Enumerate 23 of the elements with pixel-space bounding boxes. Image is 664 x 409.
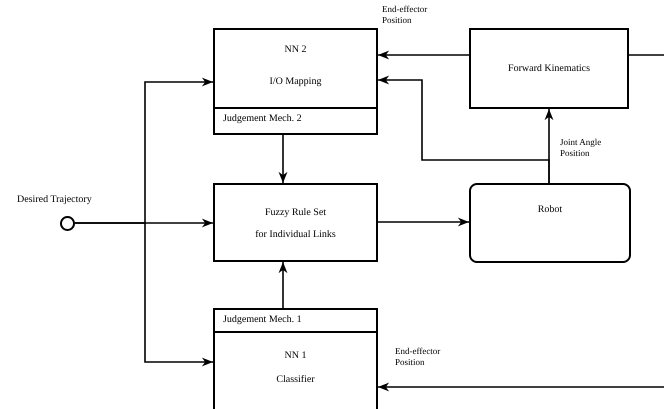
process-box bbox=[213, 28, 378, 135]
arrow bbox=[378, 382, 664, 392]
process-box bbox=[213, 183, 378, 262]
process-box-rounded bbox=[469, 183, 631, 263]
input-label: Desired Trajectory bbox=[17, 194, 92, 205]
box-label: Robot bbox=[536, 204, 564, 215]
arrow bbox=[378, 50, 469, 60]
band-label: Judgement Mech. 1 bbox=[223, 314, 302, 325]
arrow bbox=[378, 218, 469, 226]
process-box bbox=[213, 308, 378, 409]
box-label: I/O Mapping bbox=[268, 76, 322, 87]
arrow bbox=[544, 109, 554, 183]
box-label: Forward Kinematics bbox=[507, 63, 591, 74]
arrow bbox=[75, 222, 213, 366]
arrow bbox=[278, 262, 288, 308]
box-label: NN 2 bbox=[284, 44, 308, 55]
box-label: for Individual Links bbox=[254, 229, 337, 240]
band-label: Judgement Mech. 2 bbox=[223, 113, 302, 124]
box-label: Fuzzy Rule Set bbox=[264, 207, 328, 218]
process-box bbox=[469, 28, 629, 109]
box-label: Classifier bbox=[275, 374, 316, 385]
box-label: NN 1 bbox=[284, 350, 308, 361]
arrow bbox=[278, 135, 288, 183]
